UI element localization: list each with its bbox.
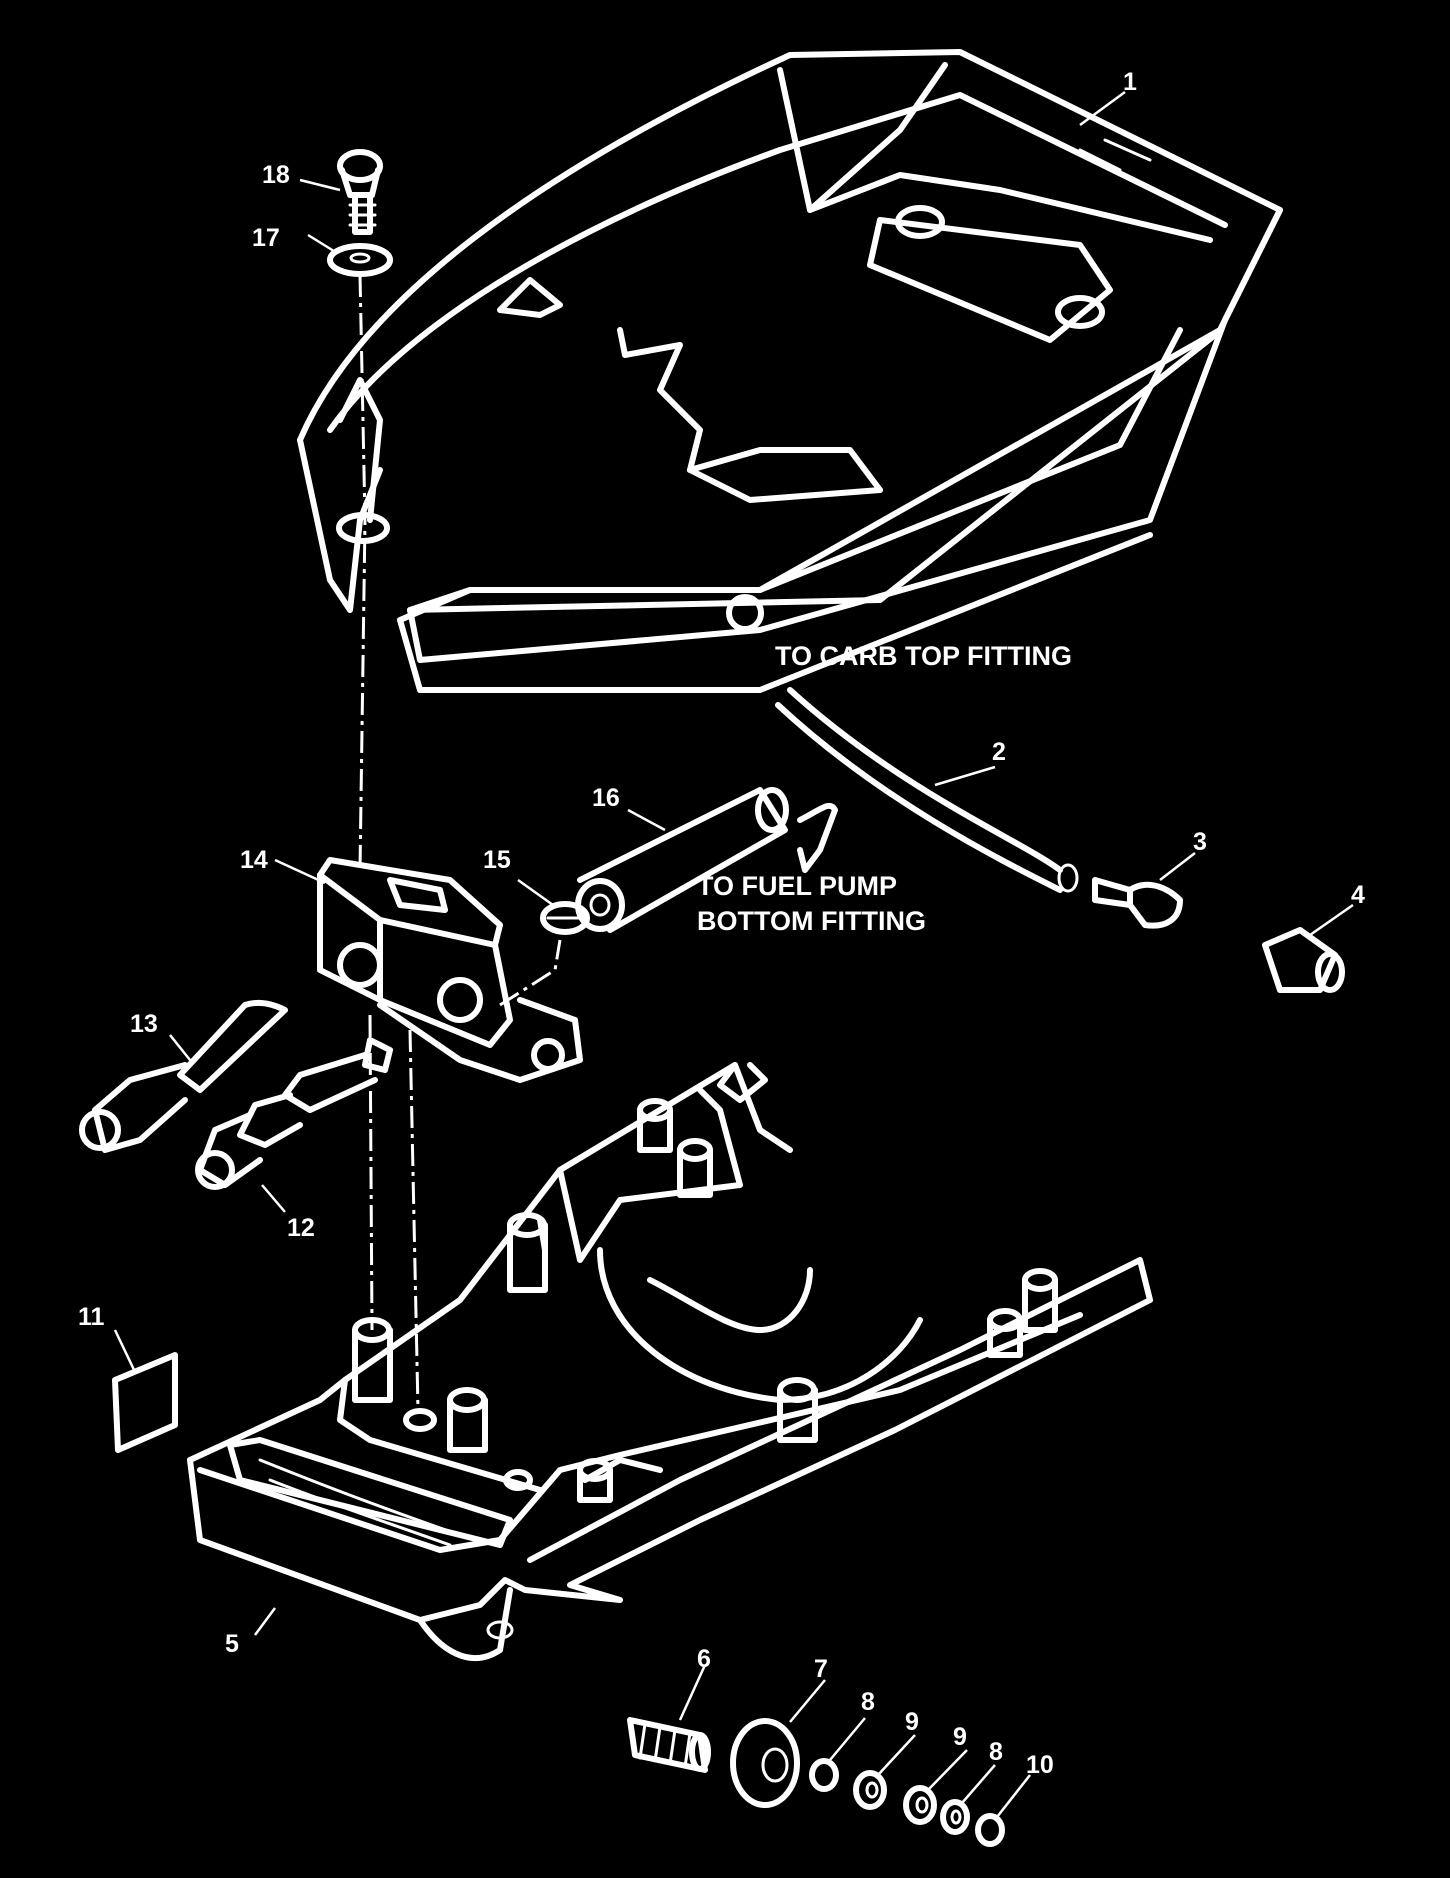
callout-8a: 8 <box>861 1688 875 1716</box>
callout-10: 10 <box>1026 1751 1054 1779</box>
callout-3: 3 <box>1193 828 1207 856</box>
callout-11: 11 <box>78 1303 105 1331</box>
part-5-lower-pan <box>187 1062 1153 1662</box>
note-carb-top-fitting: TO CARB TOP FITTING <box>775 641 1072 671</box>
part-11-decal <box>112 1352 178 1453</box>
callout-18: 18 <box>262 161 290 189</box>
callout-6: 6 <box>697 1645 711 1673</box>
part-12-connector <box>195 1037 393 1190</box>
part-18-screw <box>337 149 383 235</box>
callout-8b: 8 <box>989 1738 1003 1766</box>
callout-2: 2 <box>992 738 1006 766</box>
callout-14: 14 <box>240 846 268 874</box>
callout-12: 12 <box>287 1214 315 1242</box>
note-fuel-pump-line2: BOTTOM FITTING <box>697 906 926 936</box>
part-2-fuel-line <box>775 687 1079 893</box>
callout-4: 4 <box>1351 881 1365 909</box>
part-14-bracket <box>317 857 583 1083</box>
part-8-washer-b <box>940 1799 970 1835</box>
assembly-centerline <box>358 274 367 871</box>
callout-15: 15 <box>483 846 511 874</box>
alignment-line-right <box>408 1029 420 1411</box>
part-3-fitting <box>1092 877 1183 929</box>
leader-lines <box>113 90 1354 1818</box>
callout-9a: 9 <box>905 1708 919 1736</box>
callout-1: 1 <box>1123 68 1137 96</box>
part-1-upper-cowl <box>297 49 1283 693</box>
part-8-washer-a <box>809 1758 839 1792</box>
pan-posts <box>352 1098 1058 1503</box>
callout-5: 5 <box>225 1630 239 1658</box>
callout-9b: 9 <box>953 1723 967 1751</box>
callout-7: 7 <box>814 1655 828 1683</box>
part-7-large-washer <box>730 1718 800 1808</box>
callout-16: 16 <box>592 784 620 812</box>
callout-13: 13 <box>130 1010 158 1038</box>
routing-notes: TO CARB TOP FITTING TO FUEL PUMP BOTTOM … <box>697 641 1072 936</box>
part-16-hose <box>575 787 838 933</box>
part-15-clamp <box>540 901 590 935</box>
part-17-washer <box>327 243 393 277</box>
part-10-cap-nut <box>975 1813 1005 1847</box>
alignment-line-left <box>368 1014 374 1331</box>
part-13-hose-barb <box>79 999 288 1153</box>
callout-17: 17 <box>252 224 280 252</box>
part-4-cap <box>1262 927 1345 993</box>
part-9-nut-b <box>903 1785 937 1825</box>
callout-numbers: 1 2 3 4 5 6 7 8 9 9 8 10 11 12 13 14 15 … <box>78 68 1365 1779</box>
part-6-stud <box>627 1717 711 1773</box>
note-fuel-pump-line1: TO FUEL PUMP <box>697 871 897 901</box>
part-9-nut-a <box>853 1770 887 1810</box>
